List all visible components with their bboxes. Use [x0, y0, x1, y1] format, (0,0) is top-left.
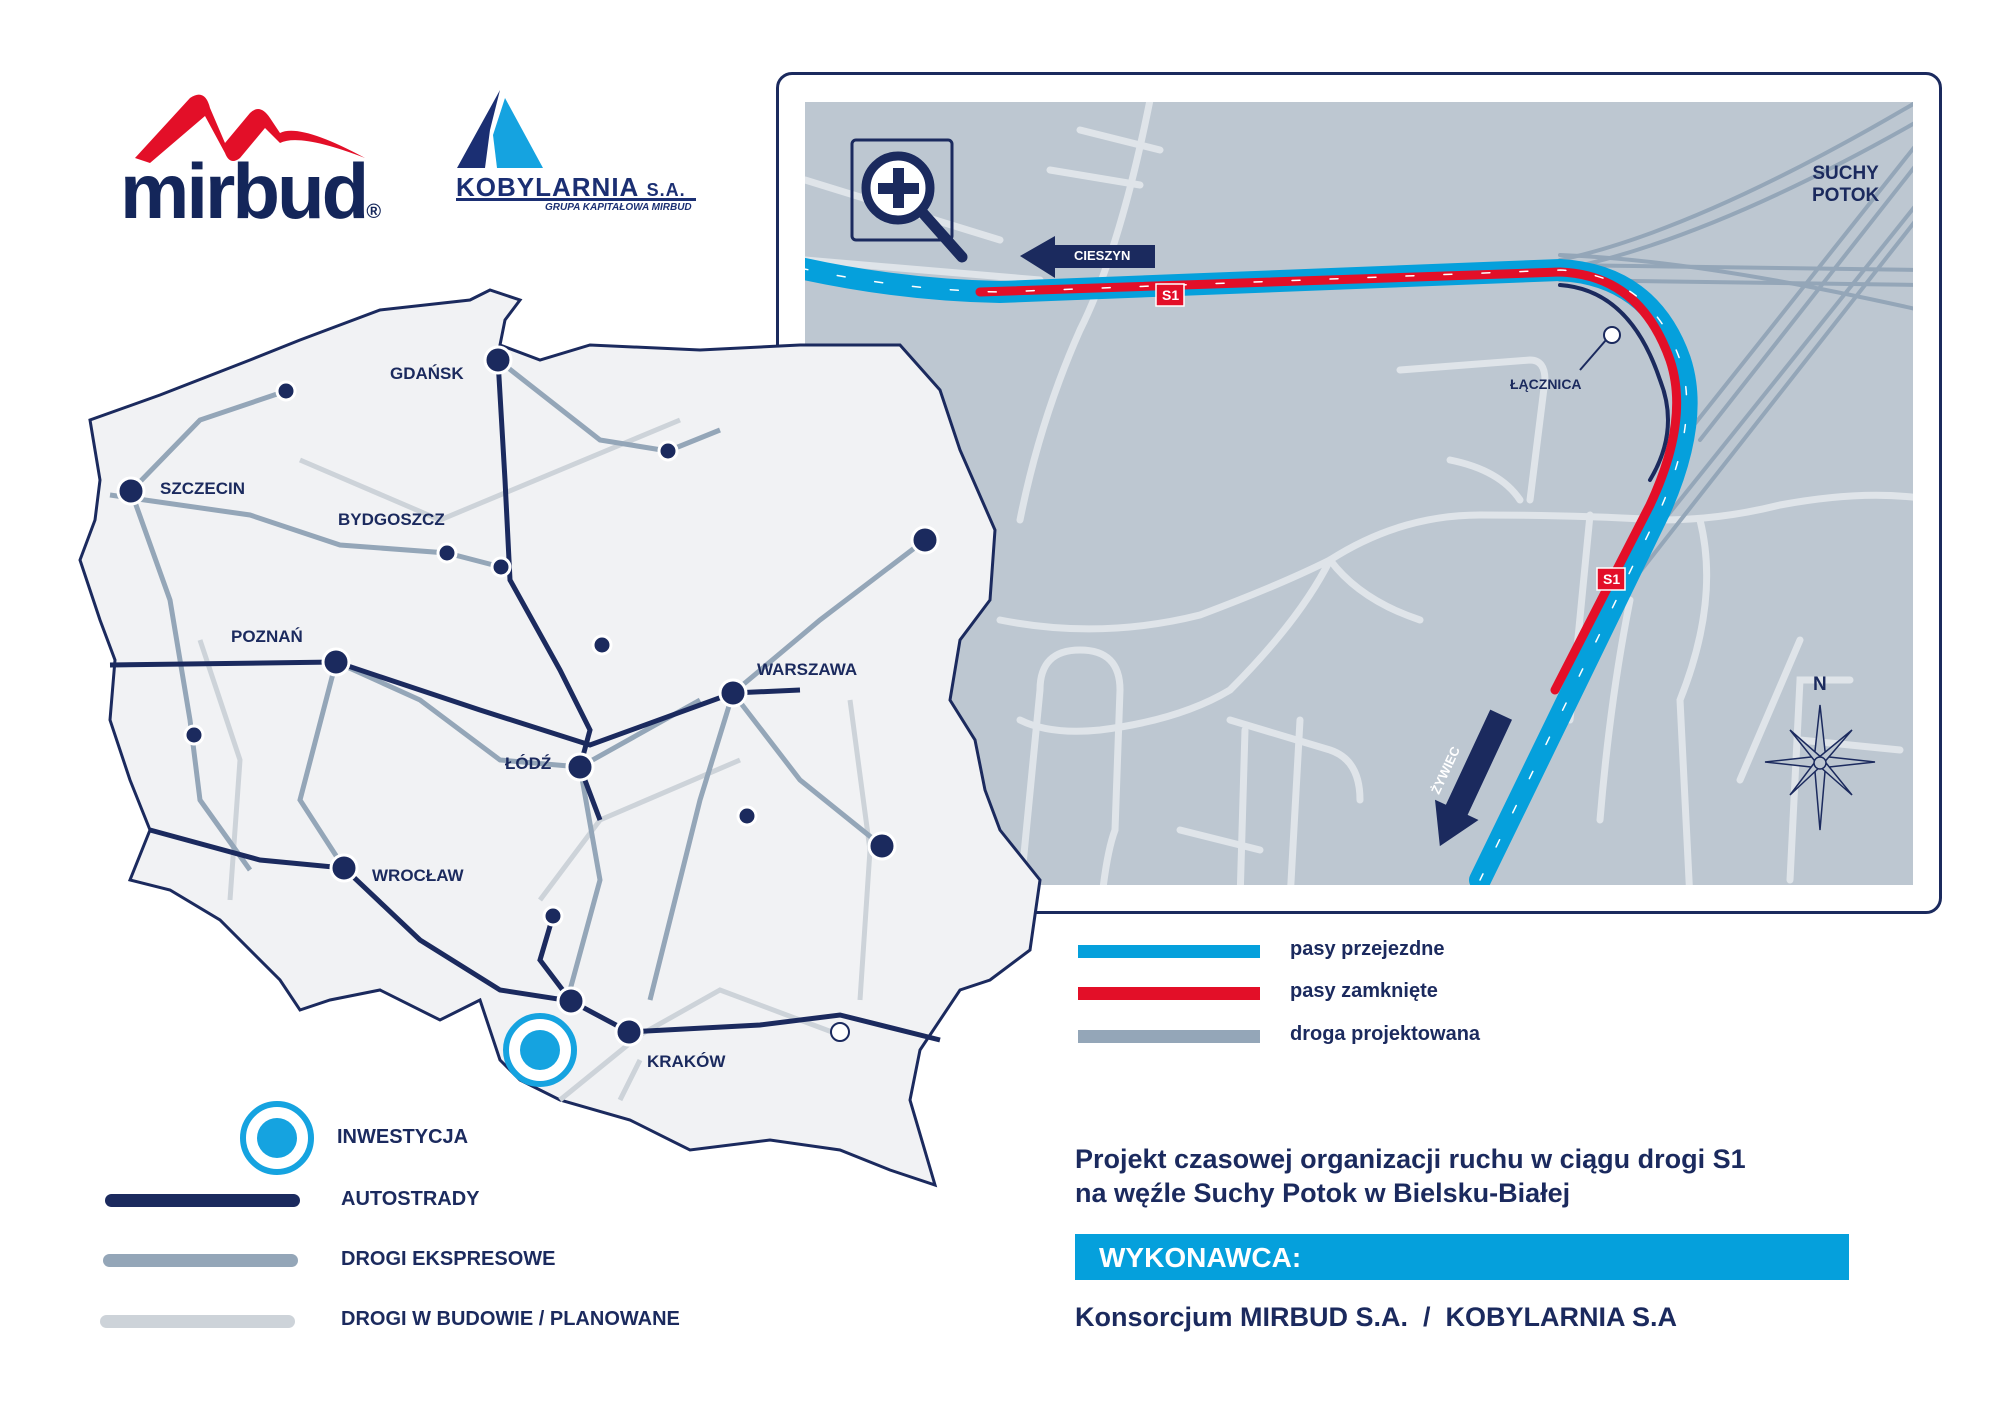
city-label-warszawa: WARSZAWA [757, 660, 858, 679]
zywiec-arrow-icon [1435, 709, 1513, 847]
compass-north-label: N [1813, 674, 1827, 695]
mirbud-logo-swoosh-icon [135, 94, 365, 163]
contractor-name: Konsorcjum MIRBUD S.A. / KOBYLARNIA S.A [1075, 1302, 1678, 1332]
ramp-node [1603, 326, 1621, 344]
s1-badge [1596, 567, 1626, 591]
s1-closed-lanes [975, 267, 1682, 695]
contractor-label: WYKONAWCA: [1099, 1242, 1302, 1273]
legend-motorway-label: AUTOSTRADY [341, 1188, 480, 1210]
legend-closed-lanes-label: pasy zamknięte [1290, 980, 1438, 1002]
city-label-gdansk: GDAŃSK [390, 364, 464, 383]
s1-badge-label: S1 [1603, 571, 1621, 587]
zoom-in-icon [850, 138, 968, 263]
mirbud-logo: mirbud® [120, 88, 381, 235]
legend-investment-label: INWESTYCJA [337, 1126, 469, 1148]
s1-badge [1155, 283, 1185, 307]
compass-icon [1764, 704, 1876, 831]
kobylarnia-wordmark: KOBYLARNIA S.A. [456, 172, 686, 202]
city-dots [116, 345, 940, 1047]
cieszyn-arrow-icon [1020, 236, 1155, 278]
legend-open-lanes-label: pasy przejezdne [1290, 938, 1445, 960]
contractor-banner: WYKONAWCA: [1075, 1234, 1849, 1280]
city-label-poznan: POZNAŃ [231, 627, 303, 646]
project-title-line-1: Projekt czasowej organizacji ruchu w cią… [1075, 1144, 1746, 1174]
project-title: Projekt czasowej organizacji ruchu w cią… [1075, 1142, 1746, 1210]
city-label-bydgoszcz: BYDGOSZCZ [338, 510, 445, 529]
divider [456, 198, 696, 201]
legend-expressway-line [103, 1254, 298, 1267]
kobylarnia-logo-icon [457, 90, 543, 168]
local-streets [805, 102, 1913, 885]
s1-badge-label: S1 [1162, 287, 1180, 303]
legend-projected-road-label: droga projektowana [1290, 1023, 1481, 1045]
city-label-lodz: ŁÓDŹ [505, 754, 552, 773]
legend-open-lanes-line [1078, 945, 1260, 958]
direction-label-cieszyn: CIESZYN [1074, 248, 1131, 263]
city-label-wroclaw: WROCŁAW [372, 866, 464, 885]
detail-map-background [805, 102, 1913, 885]
mirbud-wordmark: mirbud [120, 147, 369, 235]
ramp-label: ŁĄCZNICA [1510, 376, 1582, 392]
project-title-line-2: na węźle Suchy Potok w Bielsku-Białej [1075, 1178, 1571, 1208]
legend-planned-line [100, 1315, 295, 1328]
legend-planned-label: DROGI W BUDOWIE / PLANOWANE [341, 1308, 680, 1330]
city-label-szczecin: SZCZECIN [160, 479, 245, 498]
legend-motorway-line [105, 1194, 300, 1207]
city-label-krakow: KRAKÓW [647, 1052, 726, 1071]
ramp-lacznica [1558, 283, 1670, 482]
legend-closed-lanes-line [1078, 987, 1260, 1000]
investment-marker-icon [503, 1013, 577, 1087]
legend-expressway-label: DROGI EKSPRESOWE [341, 1248, 556, 1270]
legend-projected-road-line [1078, 1030, 1260, 1043]
kobylarnia-subtitle: GRUPA KAPITAŁOWA MIRBUD [545, 202, 692, 213]
registered-mark: ® [366, 201, 382, 223]
investment-legend-icon [240, 1101, 314, 1175]
